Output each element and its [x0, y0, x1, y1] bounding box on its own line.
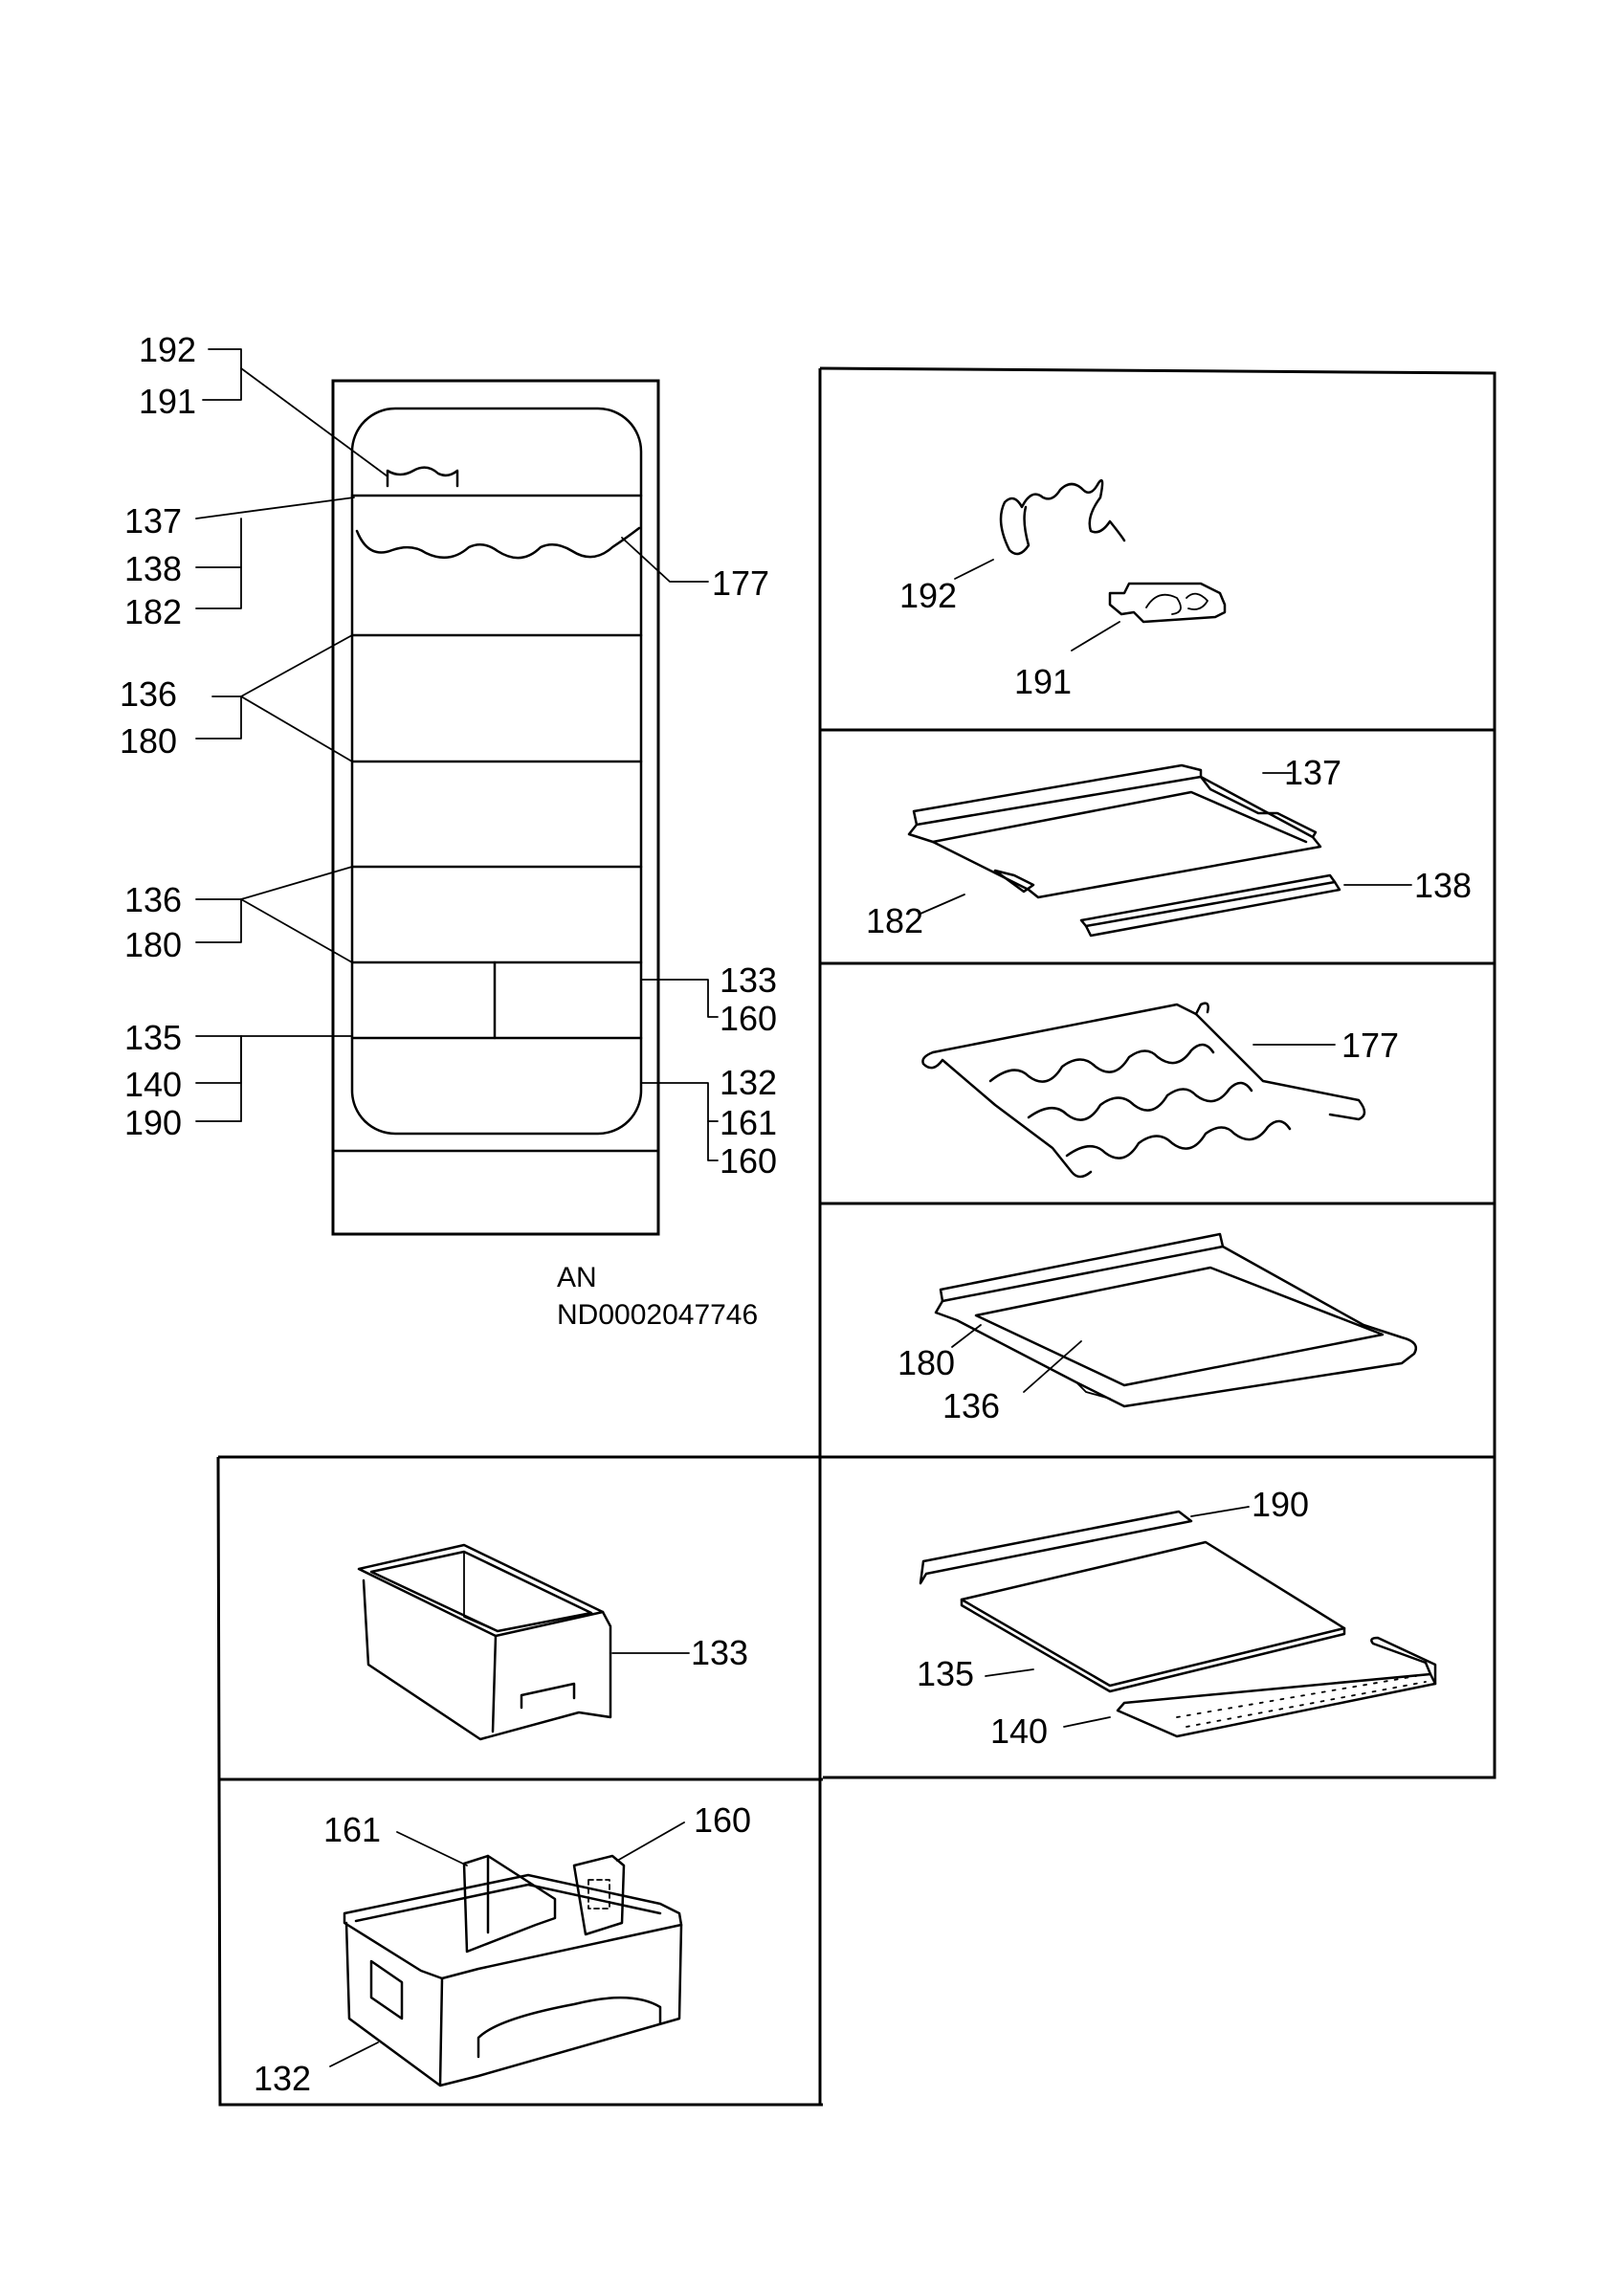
- label-138: 138: [124, 549, 182, 588]
- label-161-detail: 161: [323, 1810, 381, 1849]
- label-140: 140: [124, 1065, 182, 1104]
- label-136-detail: 136: [942, 1386, 1000, 1425]
- wine-rack-sketch: [355, 526, 641, 560]
- trim-190: [919, 1510, 1193, 1585]
- label-133-detail: 133: [691, 1633, 748, 1672]
- label-133: 133: [720, 960, 777, 1000]
- label-191: 191: [139, 382, 196, 421]
- label-180b: 180: [124, 925, 182, 964]
- divider-160: [572, 1854, 626, 1936]
- shelf-back-rail: [912, 763, 1203, 827]
- panel-top-shelf: 137 182 138: [866, 753, 1472, 940]
- doc-code-line1: AN: [557, 1262, 597, 1293]
- overview-leaders: [195, 348, 719, 1161]
- glass-shelf-rail: [939, 1232, 1225, 1303]
- label-192-detail: 192: [899, 576, 957, 615]
- label-191-detail: 191: [1014, 662, 1072, 701]
- doc-code-line2: ND0002047746: [557, 1299, 758, 1331]
- label-190: 190: [124, 1103, 182, 1142]
- shelf-trim-138: [1084, 880, 1341, 938]
- label-161: 161: [720, 1103, 777, 1142]
- panel-bottom-shelf: 190 135 140: [917, 1485, 1437, 1751]
- cabinet-outline: [331, 379, 660, 1236]
- crisper-rim: [343, 1873, 683, 1980]
- wine-rack-wave-1: [988, 1043, 1215, 1083]
- wine-rack-wave-2: [1027, 1081, 1253, 1121]
- divider-161: [462, 1854, 557, 1954]
- label-132: 132: [720, 1063, 777, 1102]
- bottle-holder-191: [1108, 582, 1227, 624]
- bottle-clip-sketch: [386, 466, 459, 488]
- wine-rack-wave-3: [1065, 1119, 1292, 1159]
- label-182-detail: 182: [866, 901, 923, 940]
- panel-bottle-clip: 192 191: [899, 478, 1227, 701]
- bottle-wire-192: [999, 478, 1126, 556]
- glass-pane-136: [974, 1266, 1385, 1387]
- label-132-detail: 132: [254, 2059, 311, 2098]
- label-177: 177: [712, 563, 769, 603]
- label-140-detail: 140: [990, 1711, 1048, 1751]
- panel-grid: [216, 366, 1496, 2107]
- label-136a: 136: [120, 674, 177, 714]
- crisper-handle: [369, 1959, 404, 2020]
- label-137-detail: 137: [1284, 753, 1341, 792]
- label-192: 192: [139, 330, 196, 369]
- bin-body: [362, 1578, 612, 1741]
- label-136b: 136: [124, 880, 182, 919]
- crisper-body: [344, 1921, 683, 2087]
- label-135: 135: [124, 1018, 182, 1057]
- cabinet-overview: 192 191 137 138 182 177 136 180 136 180 …: [120, 330, 777, 1331]
- label-182: 182: [124, 592, 182, 631]
- label-180a: 180: [120, 721, 177, 761]
- label-138-detail: 138: [1414, 866, 1472, 905]
- label-177-detail: 177: [1341, 1026, 1399, 1065]
- panel-crisper: 161 160 132: [254, 1800, 751, 2098]
- strip-140: [1116, 1672, 1437, 1738]
- label-135-detail: 135: [917, 1654, 974, 1693]
- panel-glass-shelf: 180 136: [898, 1232, 1418, 1425]
- label-160a: 160: [720, 999, 777, 1038]
- panel-door-bin: 133: [357, 1543, 748, 1741]
- glass-plate-135: [960, 1540, 1346, 1688]
- panel-wine-rack: 177: [921, 1002, 1399, 1179]
- label-160-detail: 160: [694, 1800, 751, 1840]
- wine-rack-frame: [931, 1003, 1366, 1121]
- label-190-detail: 190: [1252, 1485, 1309, 1524]
- label-180-detail: 180: [898, 1343, 955, 1382]
- label-160b: 160: [720, 1141, 777, 1181]
- label-137: 137: [124, 501, 182, 541]
- cabinet-interior: [350, 407, 643, 1136]
